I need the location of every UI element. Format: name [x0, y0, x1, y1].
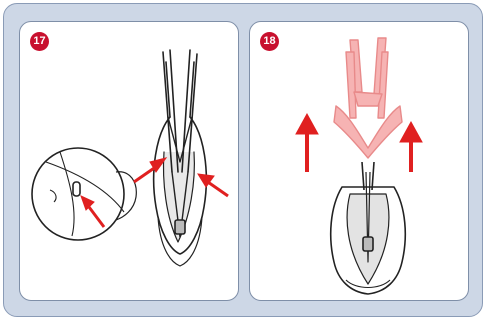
instruction-frame: 17 [3, 3, 483, 317]
step-18-panel: 18 [249, 21, 469, 301]
zoom-detail [32, 148, 136, 240]
step-18-illustration [250, 22, 469, 301]
step-17-illustration [20, 22, 239, 301]
step-17-panel: 17 [19, 21, 239, 301]
